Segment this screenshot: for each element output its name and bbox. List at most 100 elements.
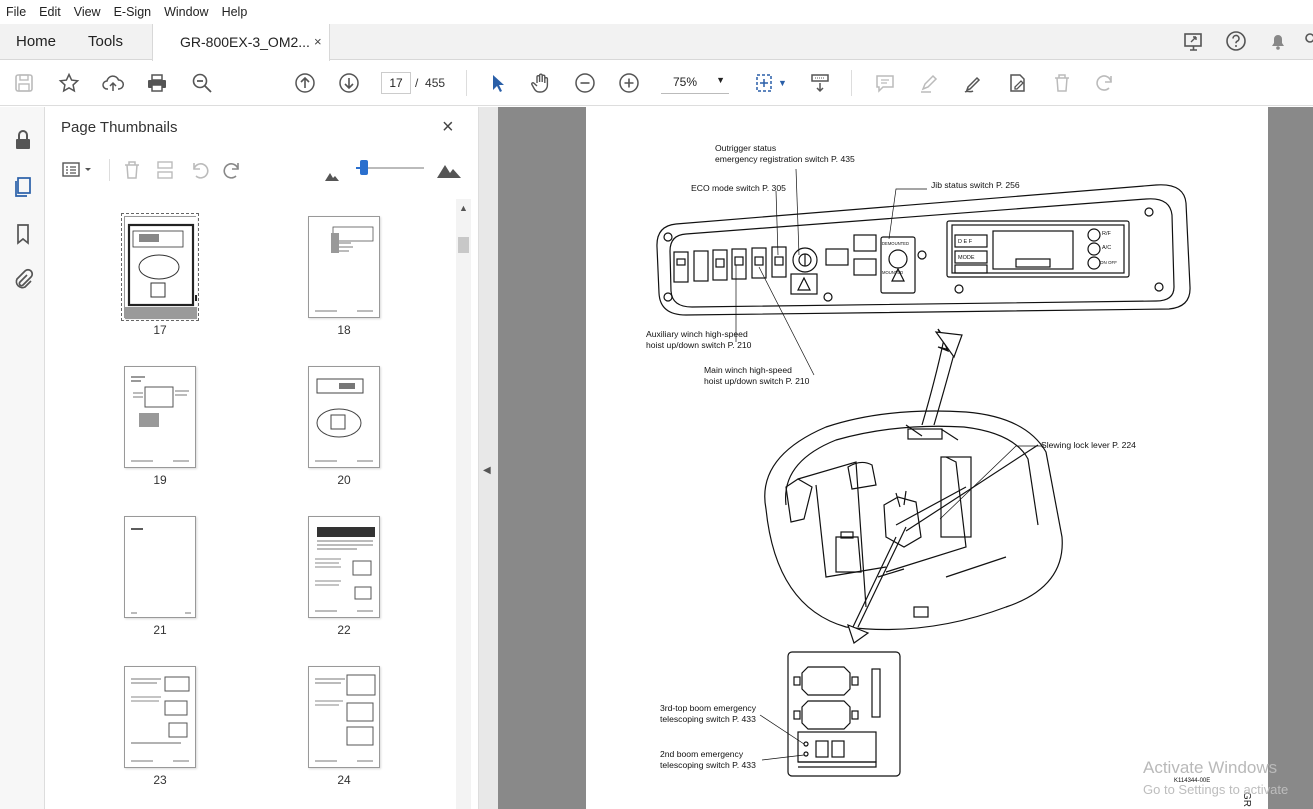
page-number-input[interactable]: 17	[381, 72, 411, 94]
tab-document[interactable]: GR-800EX-3_OM2... ×	[152, 24, 330, 61]
delete-icon[interactable]	[1050, 71, 1074, 95]
menu-esign[interactable]: E-Sign	[113, 5, 152, 19]
tab-tools[interactable]: Tools	[88, 33, 124, 50]
bookmark-star-icon[interactable]	[57, 71, 81, 95]
zoom-select[interactable]: 75%▼	[661, 72, 729, 94]
delete-page-icon[interactable]	[121, 159, 143, 186]
redo-icon[interactable]	[1093, 71, 1117, 95]
zoom-out-icon[interactable]	[573, 71, 597, 95]
thumbnail-label: 18	[337, 323, 351, 337]
thumbnail-page-24[interactable]	[308, 666, 380, 768]
thumbnail-page-19[interactable]	[124, 366, 196, 468]
activation-watermark: Activate Windows	[1143, 758, 1278, 777]
thumbnail-label: 17	[153, 323, 167, 337]
thumbnail-list: 17 18 19 20 21 22 23 24	[46, 197, 461, 809]
draw-signature-icon[interactable]	[961, 71, 985, 95]
mounted-label: MOUNTED	[882, 270, 904, 275]
thumbnails-panel: Page Thumbnails × 17 18 19 20	[46, 107, 479, 809]
figure-code: K114344-00E	[1174, 778, 1211, 784]
menu-file[interactable]: File	[6, 5, 27, 19]
previous-page-icon[interactable]	[293, 71, 317, 95]
save-icon[interactable]	[12, 71, 36, 95]
extract-page-icon[interactable]	[154, 159, 176, 186]
menu-window[interactable]: Window	[164, 5, 209, 19]
def-label: D E F	[958, 239, 973, 245]
eco-switch-label: ECO mode switch P. 305	[691, 183, 786, 193]
scroll-up-icon[interactable]: ▲	[459, 203, 468, 213]
hand-tool-icon[interactable]	[529, 71, 553, 95]
close-tab-icon[interactable]: ×	[314, 34, 322, 49]
thumbnail-page-20[interactable]	[308, 366, 380, 468]
thumbnail-page-21[interactable]	[124, 516, 196, 618]
bookmark-icon[interactable]	[11, 222, 35, 246]
thumbnail-page-22[interactable]	[308, 516, 380, 618]
rotate-right-icon[interactable]	[222, 159, 244, 186]
tab-home[interactable]: Home	[16, 33, 57, 50]
rotate-left-icon[interactable]	[188, 159, 210, 186]
thumbnail-label: 22	[337, 623, 351, 637]
thumbnail-scrollbar[interactable]: ▲	[456, 199, 471, 809]
edit-document-icon[interactable]	[1005, 71, 1029, 95]
thumbnail-label: 19	[153, 473, 167, 487]
highlight-pen-icon[interactable]	[917, 71, 941, 95]
slewing-lock-label: Slewing lock lever P. 224	[1041, 440, 1136, 450]
menu-help[interactable]: Help	[221, 5, 248, 19]
collapse-panel-handle[interactable]: ◀	[479, 107, 498, 809]
mode-label: MODE	[958, 255, 975, 261]
demounted-label: DEMOUNTED	[882, 241, 909, 246]
zoom-search-icon[interactable]	[190, 71, 214, 95]
toolbar: 17 / 455 75%▼ ▼	[0, 61, 1313, 106]
left-rail	[0, 107, 45, 809]
thumbnail-options-icon[interactable]	[62, 161, 94, 184]
slider-handle[interactable]	[360, 160, 368, 175]
menu-bar: File Edit View E-Sign Window Help	[0, 0, 1313, 24]
comment-icon[interactable]	[873, 71, 897, 95]
small-mountain-icon[interactable]	[325, 168, 339, 186]
help-icon[interactable]	[1225, 30, 1247, 57]
next-page-icon[interactable]	[337, 71, 361, 95]
user-icon[interactable]	[1302, 30, 1313, 57]
cab-diagram	[656, 168, 1191, 777]
thumbnail-label: 24	[337, 773, 351, 787]
attachment-paperclip-icon[interactable]	[11, 268, 35, 292]
scrollbar-thumb[interactable]	[458, 237, 469, 253]
jib-switch-label: Jib status switch P. 256	[931, 180, 1020, 190]
lock-icon[interactable]	[11, 128, 35, 152]
notification-bell-icon[interactable]	[1267, 30, 1289, 57]
thumbnail-page-23[interactable]	[124, 666, 196, 768]
thumbnail-size-slider[interactable]	[356, 167, 424, 169]
thumbnail-page-17[interactable]	[121, 213, 199, 321]
chevron-down-icon[interactable]: ▼	[778, 78, 787, 88]
page-thumbnails-icon[interactable]	[11, 175, 35, 199]
onoff-label: ON OFF	[1100, 260, 1117, 265]
page-count: / 455	[415, 76, 446, 90]
upload-cloud-icon[interactable]	[101, 71, 125, 95]
rf-label: R/F	[1102, 231, 1111, 237]
activation-watermark-sub: Go to Settings to activate	[1143, 782, 1289, 797]
zoom-in-icon[interactable]	[617, 71, 641, 95]
panel-title: Page Thumbnails	[61, 119, 178, 136]
chevron-down-icon: ▼	[716, 75, 725, 85]
thumbnail-label: 23	[153, 773, 167, 787]
chevron-left-icon: ◀	[483, 465, 491, 476]
thumbnail-label: 20	[337, 473, 351, 487]
menu-view[interactable]: View	[73, 5, 101, 19]
share-screen-icon[interactable]	[1183, 30, 1205, 57]
large-mountain-icon[interactable]	[437, 162, 461, 183]
print-icon[interactable]	[145, 71, 169, 95]
menu-edit[interactable]: Edit	[39, 5, 61, 19]
close-panel-icon[interactable]: ×	[442, 116, 454, 138]
thumbnail-label: 21	[153, 623, 167, 637]
ac-label: A/C	[1102, 245, 1112, 251]
fit-page-icon[interactable]	[752, 71, 776, 95]
tab-bar: Home Tools GR-800EX-3_OM2... ×	[0, 24, 1313, 61]
thumbnail-page-18[interactable]	[308, 216, 380, 318]
thumbnail-toolbar	[46, 155, 479, 185]
select-cursor-icon[interactable]	[486, 71, 510, 95]
scroll-mode-icon[interactable]	[808, 71, 832, 95]
